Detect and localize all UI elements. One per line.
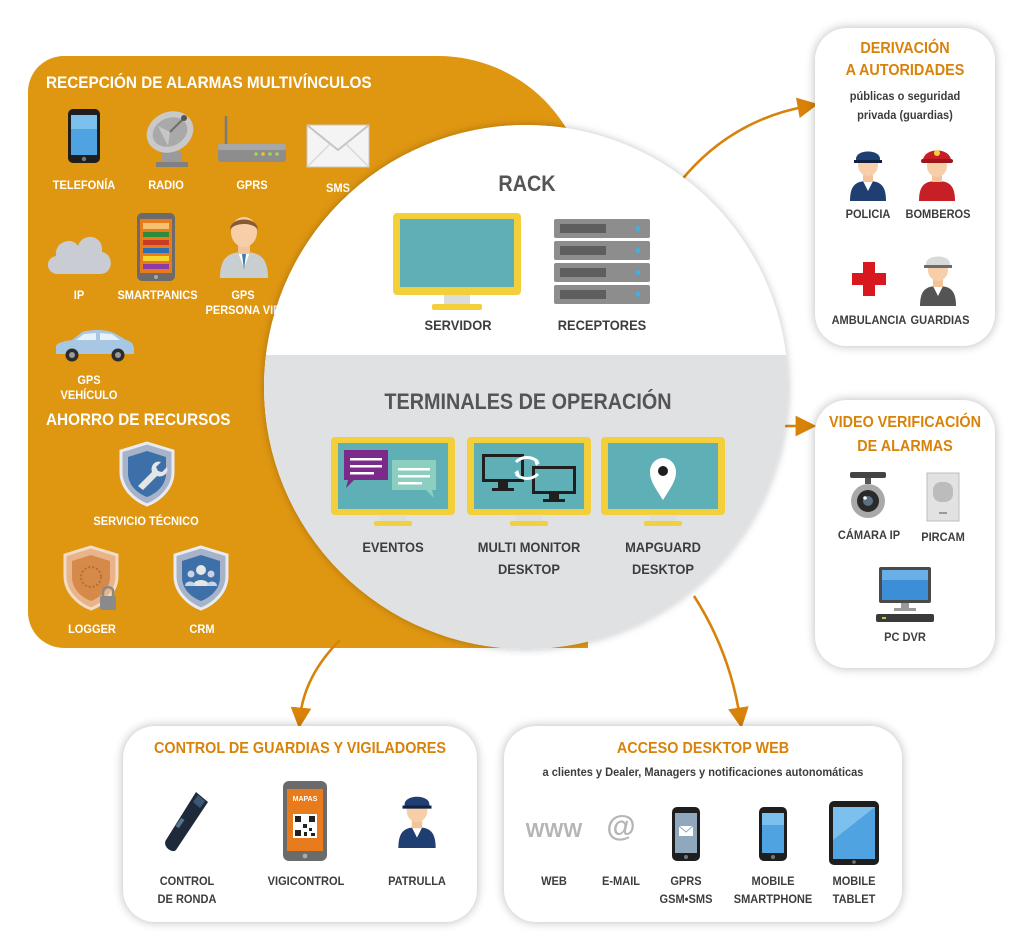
web-subtitle: a clientes y Dealer, Managers y notifica… bbox=[542, 765, 864, 779]
authorities-title-1: DERIVACIÓN bbox=[860, 40, 950, 57]
ip-camera-icon bbox=[850, 472, 886, 518]
cloud-icon bbox=[47, 236, 111, 274]
item-label-guardias: GUARDIAS bbox=[910, 313, 970, 327]
item-label-patrulla: PATRULLA bbox=[388, 874, 446, 888]
map-pin-monitor-icon bbox=[601, 437, 725, 526]
item-label-logger: LOGGER bbox=[68, 622, 116, 636]
item-label-receptores: RECEPTORES bbox=[557, 317, 647, 333]
item-label-vigicontrol: VIGICONTROL bbox=[267, 874, 345, 888]
video-title-2: DE ALARMAS bbox=[857, 438, 953, 455]
item-label-policia: POLICIA bbox=[845, 207, 891, 221]
monitor-icon bbox=[393, 213, 521, 310]
pir-camera-icon bbox=[926, 472, 960, 522]
item-label-telefonia: TELEFONÍA bbox=[52, 178, 116, 192]
authorities-subtitle-2: privada (guardias) bbox=[857, 108, 953, 122]
item-label-gprs-2: GSM•SMS bbox=[659, 892, 713, 906]
item-label-gps-vehiculo: GPS VEHÍCULO bbox=[60, 373, 118, 402]
security-guard-icon bbox=[920, 256, 956, 306]
item-label-pc-dvr: PC DVR bbox=[884, 630, 926, 644]
server-rack-icon bbox=[554, 219, 650, 304]
item-label-camara-ip: CÁMARA IP bbox=[837, 528, 901, 542]
authorities-title-2: A AUTORIDADES bbox=[845, 62, 965, 79]
rack-title: RACK bbox=[498, 171, 556, 196]
patrol-wand-icon bbox=[165, 792, 208, 852]
savings-title: AHORRO DE RECURSOS bbox=[46, 410, 231, 429]
chat-monitor-icon bbox=[331, 437, 455, 526]
item-label-pircam: PIRCAM bbox=[921, 530, 965, 544]
item-label-control-ronda-1: CONTROL bbox=[159, 874, 215, 888]
vigicontrol-app-text: MAPAS bbox=[292, 796, 318, 803]
item-label-control-ronda-2: DE RONDA bbox=[157, 892, 217, 906]
smartphone-app-icon bbox=[137, 213, 175, 281]
video-title-1: VIDEO VERIFICACIÓN bbox=[828, 414, 982, 431]
item-label-gps-persona: GPS PERSONA VIP bbox=[205, 288, 281, 317]
item-label-web: WEB bbox=[541, 874, 567, 888]
car-icon bbox=[56, 329, 134, 362]
router-icon bbox=[218, 116, 286, 162]
alarm-reception-title: RECEPCIÓN DE ALARMAS MULTIVÍNCULOS bbox=[46, 73, 372, 92]
item-label-eventos: EVENTOS bbox=[362, 539, 424, 555]
authorities-subtitle-1: públicas o seguridad bbox=[849, 89, 961, 103]
video-verification-card bbox=[815, 400, 995, 668]
item-label-multi-monitor-2: DESKTOP bbox=[497, 561, 561, 577]
item-label-servidor: SERVIDOR bbox=[424, 317, 492, 333]
item-label-smartpanics: SMARTPANICS bbox=[117, 288, 198, 302]
item-label-bomberos: BOMBEROS bbox=[905, 207, 971, 221]
wrench-shield-icon bbox=[119, 441, 175, 507]
item-label-mapguard-1: MAPGUARD bbox=[625, 539, 701, 555]
pc-dvr-icon bbox=[876, 567, 934, 622]
item-label-mobile-smartphone-1: MOBILE bbox=[751, 874, 795, 888]
item-label-ip: IP bbox=[73, 288, 85, 302]
sms-phone-icon bbox=[672, 807, 700, 861]
item-label-multi-monitor-1: MULTI MONITOR bbox=[477, 539, 581, 555]
item-label-servicio-tecnico: SERVICIO TÉCNICO bbox=[93, 514, 199, 528]
police-officer-icon bbox=[850, 151, 886, 201]
item-label-gprs-1: GPRS bbox=[670, 874, 702, 888]
item-label-crm: CRM bbox=[189, 622, 215, 636]
www-icon: WWW bbox=[525, 820, 583, 842]
item-label-email: E-MAIL bbox=[601, 874, 641, 888]
item-label-gprs: GPRS bbox=[236, 178, 268, 192]
at-sign-icon: @ bbox=[606, 810, 636, 843]
satellite-dish-icon bbox=[146, 111, 194, 167]
authorities-card bbox=[815, 28, 995, 346]
web-title: ACCESO DESKTOP WEB bbox=[616, 740, 790, 757]
terminals-title: TERMINALES DE OPERACIÓN bbox=[384, 389, 672, 414]
multi-monitor-icon bbox=[467, 437, 591, 526]
item-label-ambulancia: AMBULANCIA bbox=[831, 313, 907, 327]
red-cross-icon bbox=[852, 262, 886, 296]
item-label-mobile-smartphone-2: SMARTPHONE bbox=[733, 892, 813, 906]
item-label-mobile-tablet-2: TABLET bbox=[832, 892, 876, 906]
guards-title: CONTROL DE GUARDIAS Y VIGILADORES bbox=[153, 740, 447, 757]
item-label-sms: SMS bbox=[326, 181, 350, 195]
crm-shield-icon bbox=[173, 545, 229, 611]
logger-shield-icon bbox=[63, 545, 119, 611]
firefighter-icon bbox=[919, 150, 955, 201]
smartphone-icon bbox=[759, 807, 787, 861]
patrol-officer-icon bbox=[398, 796, 436, 848]
vip-person-icon bbox=[220, 217, 268, 278]
tablet-icon bbox=[829, 801, 879, 865]
item-label-radio: RADIO bbox=[148, 178, 184, 192]
envelope-icon bbox=[306, 124, 370, 168]
item-label-mapguard-2: DESKTOP bbox=[631, 561, 695, 577]
item-label-mobile-tablet-1: MOBILE bbox=[832, 874, 876, 888]
qr-phone-icon bbox=[283, 781, 327, 861]
mobile-phone-icon bbox=[68, 109, 100, 163]
